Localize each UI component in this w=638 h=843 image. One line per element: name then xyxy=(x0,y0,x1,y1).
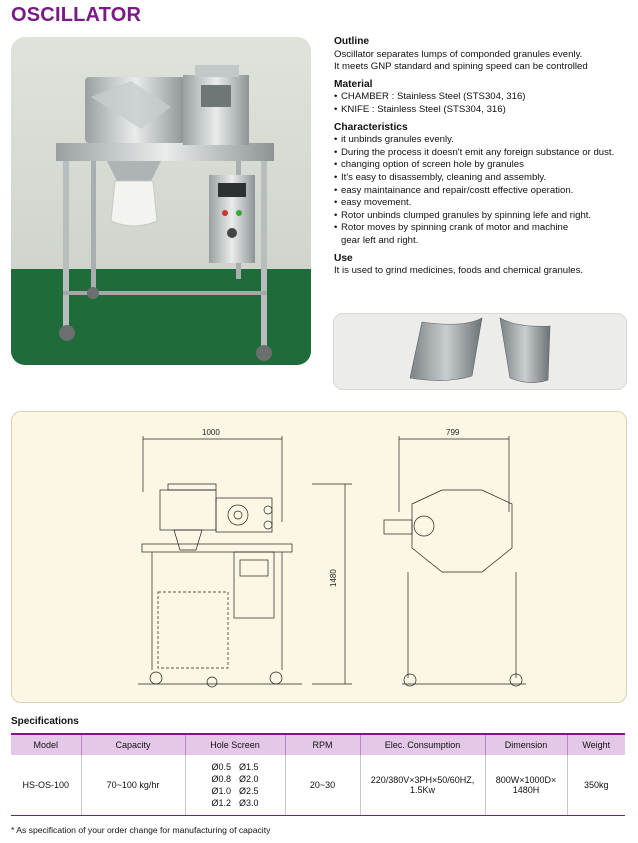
dimension-line: 1480H xyxy=(512,785,540,795)
characteristics-heading: Characteristics xyxy=(334,121,408,133)
column-header-model: Model xyxy=(11,733,81,755)
use-heading: Use xyxy=(334,252,353,264)
footnote: * As specification of your order change … xyxy=(11,825,271,835)
cell-rpm: 20~30 xyxy=(284,755,360,816)
outline-line: It meets GNP standard and spining speed … xyxy=(334,61,588,73)
elec-line: 1.5Kw xyxy=(409,785,435,795)
use-text: It is used to grind medicines, foods and… xyxy=(334,265,584,277)
outline-line: Oscillator separates lumps of componded … xyxy=(334,48,583,60)
hole-size: Ø3.0 xyxy=(239,798,259,808)
material-heading: Material xyxy=(334,78,373,90)
characteristic-item: Rotor unbinds clumped granules by spinni… xyxy=(334,210,634,223)
characteristic-item: Rotor moves by spinning crank of motor a… xyxy=(334,222,634,235)
hole-size: Ø2.5 xyxy=(239,786,259,796)
hole-size: Ø0.8 xyxy=(211,774,231,784)
cell-capacity: 70~100 kg/hr xyxy=(80,755,185,816)
dimension-line: 800W×1000D× xyxy=(495,775,557,785)
cell-elec-consumption: 220/380V×3PH×50/60HZ, 1.5Kw xyxy=(359,755,485,816)
elec-line: 220/380V×3PH×50/60HZ, xyxy=(370,775,475,785)
product-photo xyxy=(11,37,311,365)
material-item: KNIFE : Stainless Steel (STS304, 316) xyxy=(334,104,634,117)
characteristic-item: It's easy to disassembly, cleaning and a… xyxy=(334,172,634,185)
characteristic-item: easy movement. xyxy=(334,197,634,210)
depth-dimension-label: 799 xyxy=(446,428,460,437)
characteristic-item-continued: gear left and right. xyxy=(341,234,419,246)
hole-size: Ø0.5 xyxy=(211,762,231,772)
specifications-table: Model Capacity Hole Screen RPM Elec. Con… xyxy=(11,733,625,816)
column-header-elec-consumption: Elec. Consumption xyxy=(359,733,485,755)
material-item: CHAMBER : Stainless Steel (STS304, 316) xyxy=(334,91,634,104)
column-header-weight: Weight xyxy=(566,733,625,755)
hole-size: Ø2.0 xyxy=(239,774,259,784)
characteristic-item: easy maintainance and repair/costt effec… xyxy=(334,185,634,198)
outline-section: Outline Oscillator separates lumps of co… xyxy=(334,36,634,74)
screen-blades-photo xyxy=(333,313,627,390)
product-info: Outline Oscillator separates lumps of co… xyxy=(334,36,634,283)
width-dimension-label: 1000 xyxy=(202,428,220,437)
characteristics-section: Characteristics it unbinds granules even… xyxy=(334,122,634,248)
outline-heading: Outline xyxy=(334,36,370,47)
cell-model: HS-OS-100 xyxy=(11,755,81,816)
cell-hole-screen: Ø0.5 Ø1.5 Ø0.8 Ø2.0 Ø1.0 Ø2.5 Ø1.2 Ø3.0 xyxy=(184,755,285,816)
material-section: Material CHAMBER : Stainless Steel (STS3… xyxy=(334,79,634,117)
cell-dimension: 800W×1000D× 1480H xyxy=(484,755,567,816)
table-header-row: Model Capacity Hole Screen RPM Elec. Con… xyxy=(11,733,625,755)
column-header-capacity: Capacity xyxy=(80,733,185,755)
column-header-hole-screen: Hole Screen xyxy=(184,733,285,755)
hole-size: Ø1.5 xyxy=(239,762,259,772)
characteristic-item: changing option of screen hole by granul… xyxy=(334,159,634,172)
column-header-dimension: Dimension xyxy=(484,733,567,755)
page-title: OSCILLATOR xyxy=(11,4,142,26)
technical-drawing: 1000 1480 799 xyxy=(11,411,627,703)
hole-size: Ø1.2 xyxy=(211,798,231,808)
cell-weight: 350kg xyxy=(566,755,625,816)
characteristic-item: During the process it doesn't emit any f… xyxy=(334,147,634,160)
column-header-rpm: RPM xyxy=(284,733,360,755)
characteristic-item: it unbinds granules evenly. xyxy=(334,134,634,147)
height-dimension-label: 1480 xyxy=(329,569,338,587)
hole-size: Ø1.0 xyxy=(211,786,231,796)
specifications-heading: Specifications xyxy=(11,716,79,727)
use-section: Use It is used to grind medicines, foods… xyxy=(334,253,634,278)
table-row: HS-OS-100 70~100 kg/hr Ø0.5 Ø1.5 Ø0.8 Ø2… xyxy=(11,755,625,816)
